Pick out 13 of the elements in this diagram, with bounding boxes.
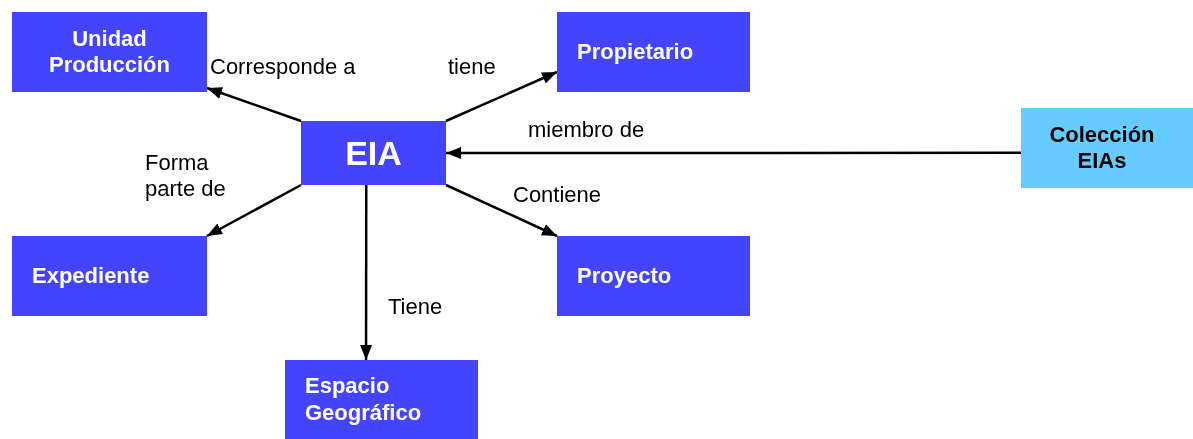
arrow [206, 86, 302, 123]
concept-box: Espacio Geográfico [285, 360, 478, 439]
arrow [445, 183, 558, 238]
concept-box: Proyecto [557, 236, 750, 316]
arrow [206, 183, 302, 238]
concept-box: Propietario [557, 12, 750, 92]
concept-box: Unidad Producción [12, 12, 207, 92]
arrow [446, 147, 1021, 159]
concept-box: Expediente [12, 236, 207, 316]
concept-box: EIA [301, 121, 446, 185]
concept-box: Colección EIAs [1021, 108, 1193, 188]
arrow [445, 70, 558, 123]
arrow [360, 185, 373, 360]
